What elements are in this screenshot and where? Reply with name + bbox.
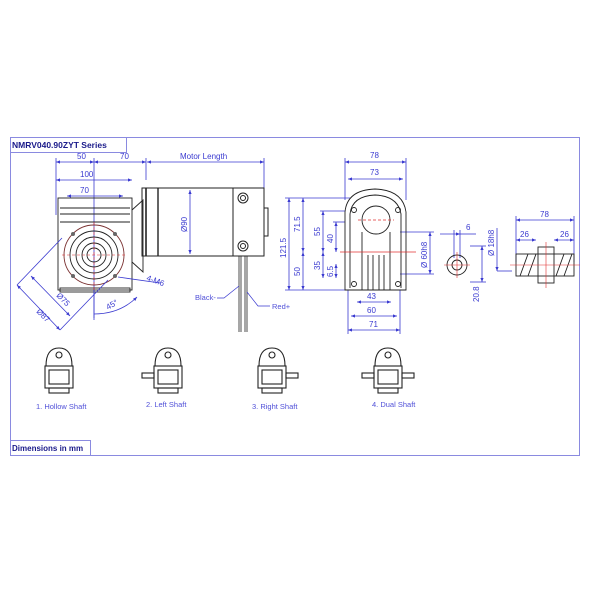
dim-71-5: 71.5 <box>293 216 302 232</box>
dim-60: 60 <box>367 306 376 315</box>
series-title: NMRV040.90ZYT Series <box>10 137 127 153</box>
dim-motor-diameter: Ø90 <box>180 216 189 232</box>
units-note: Dimensions in mm <box>10 440 91 456</box>
variant-label-dual: 4. Dual Shaft <box>372 400 416 409</box>
dim-50-side: 50 <box>293 267 302 276</box>
dim-shaft-78: 78 <box>540 210 549 219</box>
dim-mounting-holes: 4-M6 <box>145 273 166 288</box>
variant-right-shaft-icon <box>257 347 299 394</box>
dim-70-top: 70 <box>120 152 129 161</box>
shaft-detail: 6 20.8 Ø 18h8 78 26 26 <box>440 210 580 302</box>
dim-motor-length: Motor Length <box>180 152 227 161</box>
drawing-frame <box>10 137 580 456</box>
dim-key-6: 6 <box>466 223 471 232</box>
dim-100: 100 <box>80 170 94 179</box>
variant-label-hollow: 1. Hollow Shaft <box>36 402 87 411</box>
dim-73: 73 <box>370 168 379 177</box>
dim-left-26: 26 <box>520 230 529 239</box>
dim-71: 71 <box>369 320 378 329</box>
dim-43: 43 <box>367 292 376 301</box>
dim-6-5: 6.5 <box>326 265 335 277</box>
side-view: 78 73 121.5 71.5 50 55 40 35 6.5 Ø 60h8 … <box>279 151 434 334</box>
dim-d75: Ø75 <box>55 291 72 308</box>
dim-121-5: 121.5 <box>279 237 288 258</box>
dim-50: 50 <box>77 152 86 161</box>
dim-shaft-18h8: Ø 18h8 <box>487 229 496 256</box>
dim-35: 35 <box>313 261 322 270</box>
dim-70: 70 <box>80 186 89 195</box>
dim-bore-60h8: Ø 60h8 <box>420 241 429 268</box>
front-view: 50 70 Motor Length 100 70 <box>16 152 291 332</box>
variant-label-left: 2. Left Shaft <box>146 400 187 409</box>
variant-icons: 1. Hollow Shaft 2. Left Shaft 3. Right S… <box>36 347 416 411</box>
dim-55: 55 <box>313 227 322 236</box>
dim-78: 78 <box>370 151 379 160</box>
variant-dual-shaft-icon <box>361 347 415 394</box>
wire-label-red: Red+ <box>272 302 291 311</box>
variant-left-shaft-icon <box>141 347 183 394</box>
dim-40: 40 <box>326 234 335 243</box>
variant-hollow-shaft-icon <box>44 347 74 394</box>
dim-20-8: 20.8 <box>472 286 481 302</box>
variant-label-right: 3. Right Shaft <box>252 402 298 411</box>
dim-d87: Ø87 <box>35 307 52 324</box>
wire-label-black: Black- <box>195 293 216 302</box>
dim-right-26: 26 <box>560 230 569 239</box>
